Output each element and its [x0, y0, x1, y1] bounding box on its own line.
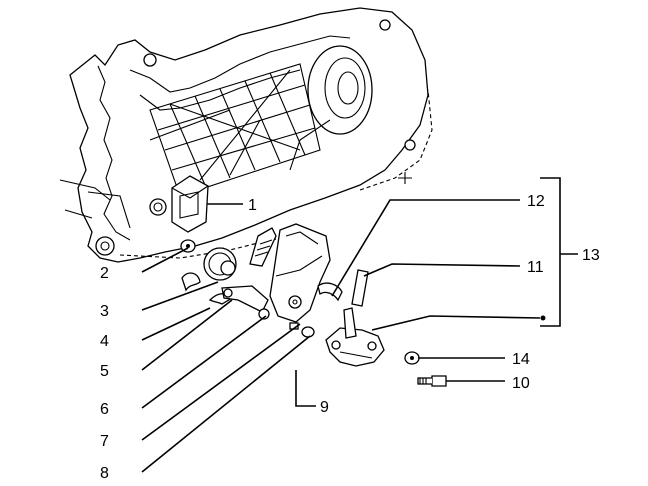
callout-5: 5 — [100, 363, 109, 380]
part-6-pump-arm — [221, 285, 270, 320]
part-11-hose — [351, 269, 369, 307]
bearing-bore — [289, 45, 373, 171]
part-14-washer — [404, 351, 420, 365]
callout-12: 12 — [527, 193, 545, 210]
part-3-drive-gear — [203, 247, 237, 281]
callout-13: 13 — [582, 247, 600, 264]
callout-8: 8 — [100, 465, 109, 482]
part-10-screw — [417, 375, 447, 387]
pump-cover-plate — [269, 223, 331, 323]
part-12-hose — [317, 282, 343, 302]
callout-10: 10 — [512, 375, 530, 392]
callout-1: 1 — [248, 197, 257, 214]
callout-14: 14 — [512, 351, 530, 368]
callout-labels: 1 2 3 4 5 6 7 8 9 10 11 12 13 14 — [100, 193, 600, 482]
callout-9: 9 — [320, 399, 329, 416]
callout-6: 6 — [100, 401, 109, 418]
callout-11: 11 — [527, 259, 544, 276]
callout-4: 4 — [100, 333, 109, 350]
callout-2: 2 — [100, 265, 109, 282]
part-9-pump-body — [325, 307, 385, 367]
leader-dot — [540, 315, 546, 321]
part-4-clip — [181, 272, 201, 292]
coil-spring — [249, 227, 277, 267]
crankcase-housing — [59, 7, 433, 263]
callout-3: 3 — [100, 303, 109, 320]
callout-7: 7 — [100, 433, 109, 450]
part-1-mounting-block — [171, 175, 209, 233]
leader-lines — [141, 177, 578, 473]
part-8-bolt — [301, 326, 315, 338]
